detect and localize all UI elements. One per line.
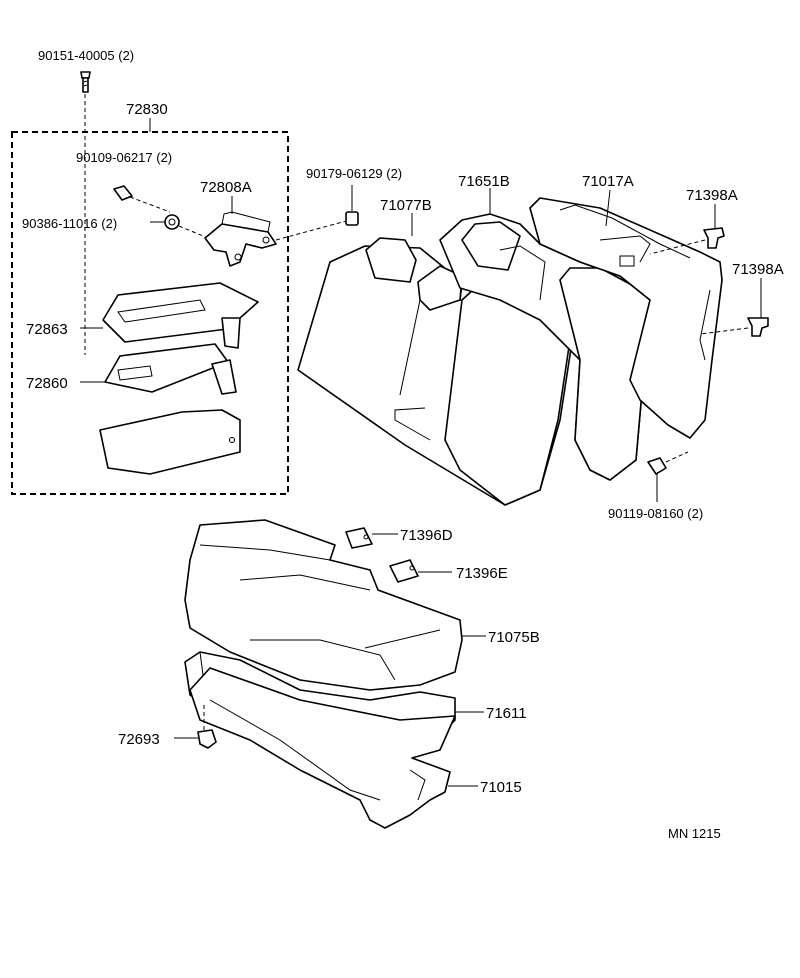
label-72863: 72863 (26, 321, 68, 338)
seatback-board-71017A (529, 189, 723, 439)
label-90109-06217: 90109-06217 (2) (76, 150, 172, 165)
hook-72693 (174, 704, 217, 749)
label-72693: 72693 (118, 731, 160, 748)
label-71611: 71611 (486, 705, 527, 722)
armrest-cushion (99, 409, 241, 475)
seat-frame-71015 (189, 667, 478, 829)
label-72830: 72830 (126, 101, 168, 118)
label-90119-08160: 90119-08160 (2) (608, 506, 703, 521)
clip-71396E (389, 559, 452, 583)
label-71398A-lower: 71398A (732, 261, 784, 278)
bolt-90151 (80, 71, 91, 355)
diagram-code: MN 1215 (668, 826, 721, 841)
label-71017A: 71017A (582, 173, 634, 190)
label-71398A-upper: 71398A (686, 187, 738, 204)
armrest-assembly-box (11, 131, 289, 495)
seat-cushion-71075B (184, 519, 486, 691)
hinge-bracket-72808A (204, 196, 277, 267)
nut-90386 (150, 214, 209, 239)
clip-71398A-lower (699, 278, 769, 337)
bolt-90119 (647, 451, 689, 502)
label-71651B: 71651B (458, 173, 510, 190)
seatback-cushion-71077B (297, 213, 573, 506)
label-71396D: 71396D (400, 527, 453, 544)
label-72808A: 72808A (200, 179, 252, 196)
label-71015: 71015 (480, 779, 522, 796)
label-90179-06129: 90179-06129 (2) (306, 166, 402, 181)
armrest-lid-72863 (80, 282, 259, 349)
clip-71396D (345, 527, 398, 549)
label-71077B: 71077B (380, 197, 432, 214)
armrest-base-72860 (80, 343, 237, 395)
screw-90109 (113, 185, 171, 213)
label-72860: 72860 (26, 375, 68, 392)
seatback-frame-71651B (439, 188, 651, 481)
label-71396E: 71396E (456, 565, 508, 582)
clip-71398A-upper (649, 204, 725, 255)
label-90386-11016: 90386-11016 (2) (22, 216, 117, 231)
clip-90179 (345, 185, 359, 226)
label-71075B: 71075B (488, 629, 540, 646)
label-90151-40005: 90151-40005 (2) (38, 48, 134, 63)
